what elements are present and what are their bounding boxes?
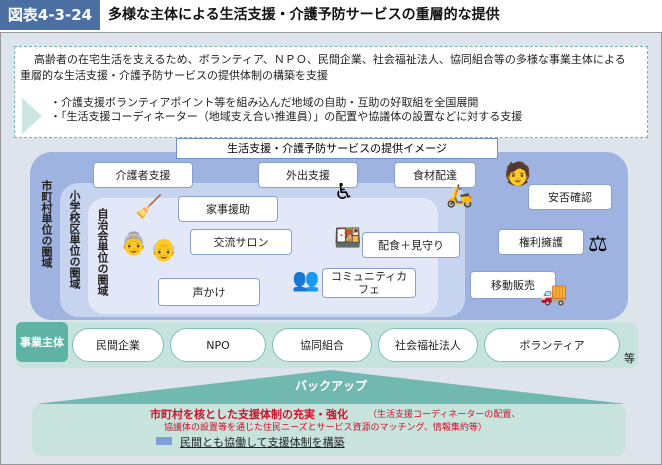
arrow-icon [22, 98, 42, 134]
backup-detail1: （生活支援コーディネーターの配置、 [368, 410, 521, 420]
elderly-people-icon: 👴 [150, 238, 178, 263]
entity-social-welfare: 社会福祉法人 [378, 328, 478, 362]
service-food-delivery: 食材配達 [394, 162, 476, 188]
intro-line1: 高齢者の在宅生活を支えるため、ボランティア、ＮＰＯ、民間企業、社会福祉法人、協同… [34, 53, 626, 66]
entity-private-company: 民間企業 [72, 328, 164, 362]
entities-label: 事業主体 [16, 322, 68, 362]
service-salon: 交流サロン [190, 229, 292, 255]
vacuum-icon: 🧹 [135, 195, 163, 220]
intro-bullet: ・介護支援ボランティアポイント等を組み込んだ地域の自助・互助の好取組を全国展開 [50, 96, 479, 109]
service-rights-advocacy: 権利擁護 [498, 229, 584, 255]
intro-box [14, 46, 648, 138]
backup-triangle [36, 370, 626, 404]
service-mobile-sales: 移動販売 [470, 271, 556, 299]
delivery-person-icon: 🛵 [446, 184, 474, 209]
truck-icon: 🚚 [540, 282, 568, 307]
visitor-person-icon: 🧑 [504, 162, 532, 187]
service-caregiver-support: 介護者支援 [93, 162, 193, 188]
entity-npo: NPO [170, 328, 266, 362]
municipality-label: 市町村単位の圏域 [40, 180, 53, 268]
service-community-cafe: コミュニティカフェ [322, 268, 416, 298]
entity-volunteer: ボランティア [484, 328, 620, 362]
arrow-icon [156, 437, 172, 445]
advocacy-icon: ⚖ [588, 232, 608, 257]
entities-suffix: 等 [624, 352, 635, 365]
figure-title: 多様な主体による生活支援・介護予防サービスの重層的な提供 [108, 7, 500, 23]
service-housework: 家事援助 [178, 196, 278, 222]
image-title: 生活支援・介護予防サービスの提供イメージ [176, 138, 498, 159]
entity-cooperative: 協同組合 [272, 328, 372, 362]
backup-conclusion: 民間とも協働して支援体制を構築 [180, 436, 345, 449]
backup-label: バックアップ [294, 379, 367, 393]
elderly-people-icon: 👵 [120, 232, 148, 257]
backup-box [32, 404, 626, 456]
backup-detail2: 協議体の設置等を通じた住民ニーズとサービス資源のマッチング、情報集約等） [164, 423, 487, 433]
intro-line2: 重層的な生活支援・介護予防サービスの提供体制の構築を支援 [20, 69, 328, 82]
figure-id: 図表4-3-24 [0, 0, 100, 30]
service-greeting: 声かけ [158, 278, 260, 306]
service-outing-support: 外出支援 [258, 162, 358, 188]
backup-main: 市町村を核とした支援体制の充実・強化 [150, 408, 348, 421]
service-safety-check: 安否確認 [528, 184, 612, 210]
neighborhood-label: 自治会単位の圏域 [96, 208, 109, 296]
intro-bullet: ・「生活支援コーディネーター（地域支え合い推進員）」の配置や協議体の設置などに対… [50, 110, 523, 123]
school-district-label: 小学校区単位の圏域 [68, 190, 81, 289]
cafe-people-icon: 👥 [292, 268, 320, 293]
service-meal-watch: 配食＋見守り [362, 232, 460, 258]
wheelchair-van-icon: ♿ [334, 180, 354, 205]
meal-tray-icon: 🍱 [334, 226, 362, 251]
